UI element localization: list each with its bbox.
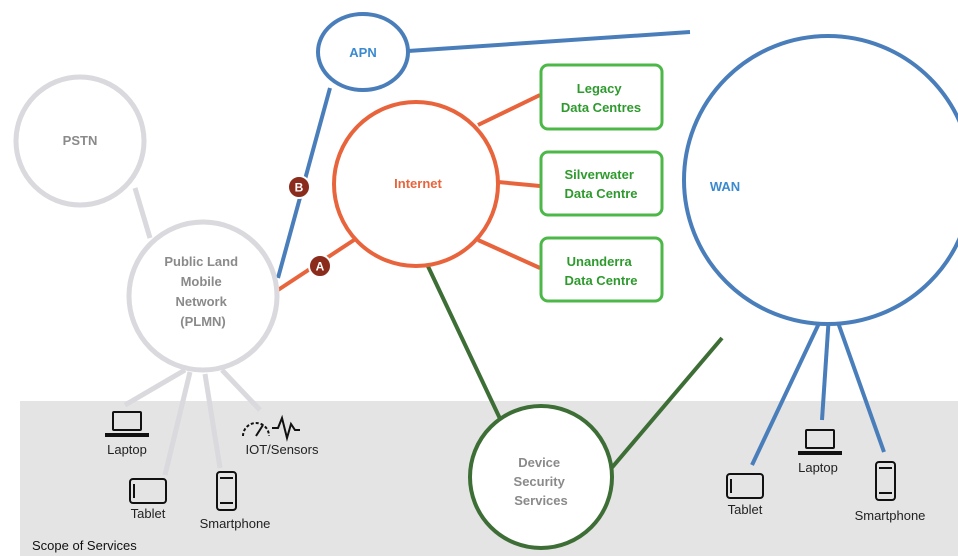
left-laptop-label: Laptop (107, 442, 147, 457)
unanderra-label-line-2: Data Centre (565, 273, 638, 288)
wan-node (682, 34, 958, 326)
unanderra-label: Unanderra Data Centre (565, 254, 638, 288)
plmn-label: Public Land Mobile Network (PLMN) (164, 254, 241, 329)
left-tablet-label: Tablet (131, 506, 166, 521)
plmn-label-line-3: Network (176, 294, 228, 309)
apn-node (316, 12, 410, 92)
security-label: Device Security Services (514, 455, 569, 508)
plmn-iot-link (220, 368, 262, 412)
silverwater-label: Silverwater Data Centre (565, 167, 638, 201)
legacy-label: Legacy Data Centres (561, 81, 641, 115)
right-tablet-label: Tablet (728, 502, 763, 517)
silverwater-data-centre-box (539, 150, 664, 217)
smartphone-icon (875, 461, 896, 501)
badge-a-circle (308, 254, 332, 278)
internet-security-link (423, 259, 505, 426)
pstn-label: PSTN (63, 133, 98, 148)
badge-b-label: B (295, 181, 304, 195)
plmn-laptop-link (123, 367, 187, 408)
scope-of-services-label: Scope of Services (32, 538, 137, 553)
badge-a-label: A (316, 260, 325, 274)
security-label-line-2: Security (514, 474, 566, 489)
plmn-tablet-link (162, 371, 193, 476)
apn-wan-link (407, 30, 691, 53)
apn-label: APN (349, 45, 376, 60)
laptop-icon (105, 411, 149, 437)
smartphone-icon (216, 471, 237, 511)
security-label-line-3: Services (514, 493, 568, 508)
silverwater-label-line-2: Data Centre (565, 186, 638, 201)
badge-b: B (287, 175, 311, 199)
security-label-line-1: Device (518, 455, 560, 470)
left-smartphone-label: Smartphone (200, 516, 271, 531)
plmn-connectors (123, 187, 262, 476)
laptop-icon (798, 429, 842, 455)
device-security-node (468, 404, 614, 550)
internet-label: Internet (394, 176, 442, 191)
right-laptop-label: Laptop (798, 460, 838, 475)
badge-b-circle (287, 175, 311, 199)
badge-a: A (308, 254, 332, 278)
plmn-label-line-4: (PLMN) (180, 314, 226, 329)
unanderra-label-line-1: Unanderra (567, 254, 633, 269)
right-smartphone-label: Smartphone (855, 508, 926, 523)
internet-node (332, 100, 500, 268)
iot-sensors-label: IOT/Sensors (246, 442, 319, 457)
pstn-plmn-link (132, 187, 153, 239)
wan-security-link (596, 336, 724, 486)
plmn-label-line-2: Mobile (181, 274, 222, 289)
plmn-smartphone-link (202, 373, 223, 469)
wan-tablet-link (750, 299, 832, 466)
internet-unanderra-link (477, 238, 541, 270)
plmn-node (126, 219, 280, 373)
wan-label: WAN (710, 179, 740, 194)
tablet-icon (726, 473, 764, 499)
security-connectors (423, 259, 724, 486)
unanderra-data-centre-box (539, 236, 664, 303)
internet-silverwater-link (497, 180, 541, 188)
legacy-label-line-1: Legacy (577, 81, 623, 96)
legacy-label-line-2: Data Centres (561, 100, 641, 115)
plmn-label-line-1: Public Land (164, 254, 238, 269)
gauge-icon (242, 422, 270, 437)
silverwater-label-line-1: Silverwater (565, 167, 634, 182)
internet-legacy-link (477, 93, 541, 127)
legacy-data-centres-box (539, 63, 664, 131)
tablet-icon (129, 478, 167, 504)
pstn-node (13, 74, 147, 208)
pulse-icon (272, 414, 300, 442)
